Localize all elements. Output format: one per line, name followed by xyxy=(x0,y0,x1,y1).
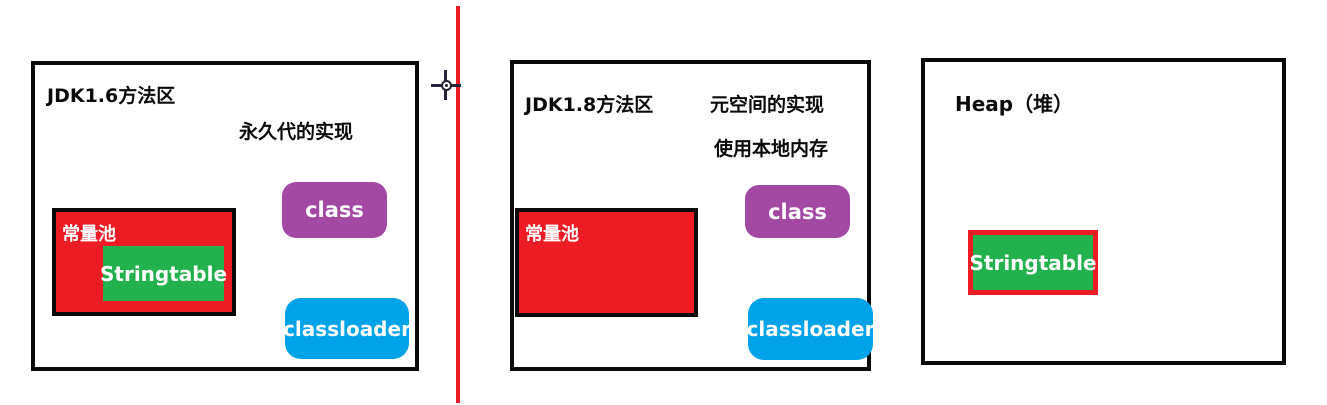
jdk18-constant-pool-box: 常量池 xyxy=(515,208,698,317)
jdk18-class-label: class xyxy=(768,199,827,224)
jdk16-method-area-panel: JDK1.6方法区 永久代的实现 常量池 Stringtable class c… xyxy=(31,61,419,371)
jdk18-classloader-box: classloader xyxy=(746,298,875,360)
heap-panel: Heap（堆） Stringtable xyxy=(921,58,1286,365)
jdk18-constant-pool-label: 常量池 xyxy=(525,224,579,245)
jdk16-classloader-box: classloader xyxy=(283,298,411,359)
jdk16-panel-title: JDK1.6方法区 xyxy=(47,85,176,107)
divider-red-line xyxy=(456,6,460,403)
jdk18-method-area-panel: JDK1.8方法区 元空间的实现 使用本地内存 常量池 class classl… xyxy=(510,60,875,371)
jdk16-classloader-label: classloader xyxy=(283,316,411,341)
heap-stringtable-box: Stringtable xyxy=(968,230,1098,295)
jdk18-classloader-label: classloader xyxy=(746,317,875,341)
jdk16-stringtable-label: Stringtable xyxy=(99,261,228,286)
jdk18-metaspace-note-line1: 元空间的实现 xyxy=(710,94,825,116)
jdk16-stringtable-box: Stringtable xyxy=(99,246,228,301)
jdk18-metaspace-note-line2: 使用本地内存 xyxy=(714,138,829,160)
jdk16-permgen-note: 永久代的实现 xyxy=(239,121,354,143)
jdk16-constant-pool-box: 常量池 Stringtable xyxy=(52,208,236,316)
heap-panel-title: Heap（堆） xyxy=(955,92,1074,116)
jdk16-constant-pool-label: 常量池 xyxy=(62,224,116,245)
crosshair-cursor-dot-icon xyxy=(445,84,448,87)
jdk18-class-box: class xyxy=(745,185,850,238)
jdk18-panel-title: JDK1.8方法区 xyxy=(525,94,654,116)
jdk16-class-label: class xyxy=(305,198,364,222)
jdk16-class-box: class xyxy=(282,182,387,238)
heap-stringtable-label: Stringtable xyxy=(969,250,1097,275)
